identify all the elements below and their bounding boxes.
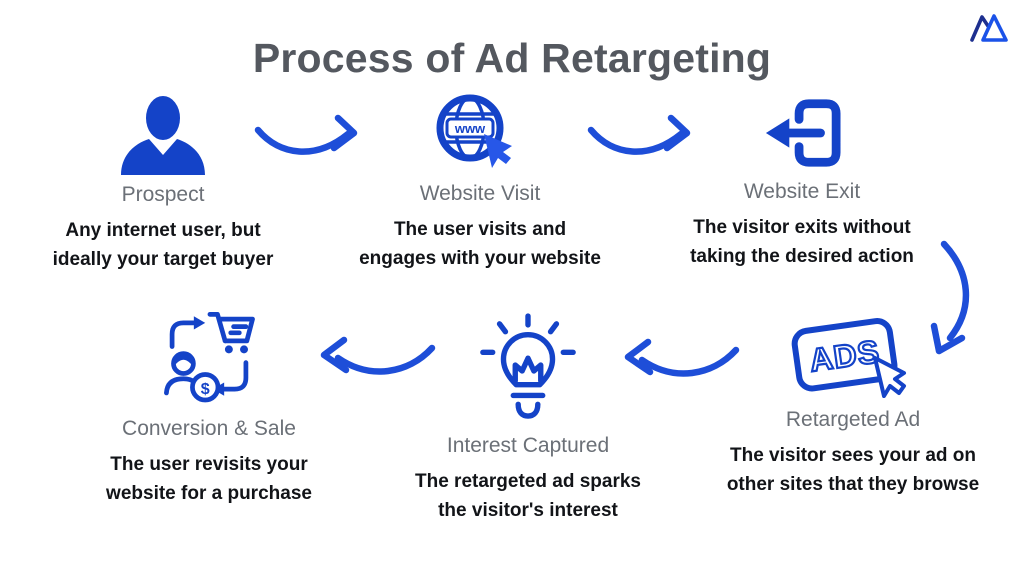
arrow-interest-captured-to-conversion: [312, 328, 440, 394]
coin-dollar-label: $: [201, 380, 210, 398]
globe-www-label: www: [454, 121, 486, 136]
step-description: The retargeted ad sparks the visitor's i…: [415, 471, 641, 521]
ads-badge-cursor-icon: ADS: [688, 308, 1018, 400]
step-description: The visitor sees your ad on other sites …: [726, 445, 980, 495]
step-label: Interest Captured: [446, 434, 610, 457]
arrow-website-exit-to-retargeted-ad: [918, 238, 996, 364]
step-description: The user revisits your website for a pur…: [106, 454, 312, 504]
step-description: The user visits and engages with your we…: [359, 219, 601, 269]
step-label: Prospect: [121, 183, 205, 206]
step-website-exit: Website Exit The visitor exits without t…: [652, 94, 952, 271]
step-label: Conversion & Sale: [122, 417, 296, 440]
step-description: Any internet user, but ideally your targ…: [52, 220, 274, 270]
brand-mountain-logo-icon: [966, 8, 1012, 46]
globe-www-cursor-icon: www: [340, 90, 620, 174]
lightbulb-icon: [383, 312, 673, 426]
step-interest-captured: Interest Captured The retargeted ad spar…: [383, 312, 673, 525]
step-description: The visitor exits without taking the des…: [690, 217, 914, 267]
step-label: Website Visit: [419, 182, 541, 205]
page-title: Process of Ad Retargeting: [252, 35, 772, 82]
step-retargeted-ad: ADS Retargeted Ad The visitor sees your …: [688, 308, 1018, 499]
ads-label: ADS: [807, 333, 882, 378]
conversion-cycle-icon: $: [62, 303, 356, 409]
step-label: Website Exit: [743, 180, 861, 203]
step-label: Retargeted Ad: [785, 408, 921, 431]
arrow-website-visit-to-website-exit: [583, 108, 701, 178]
step-prospect: Prospect Any internet user, but ideally …: [28, 95, 298, 274]
arrow-retargeted-ad-to-interest-captured: [616, 330, 744, 394]
person-icon: [28, 95, 298, 175]
step-website-visit: www Website Visit The user visits and en…: [340, 90, 620, 273]
step-conversion-sale: $ Conversion & Sale The user revisits yo…: [62, 303, 356, 508]
exit-door-icon: [652, 94, 952, 172]
arrow-prospect-to-website-visit: [250, 108, 368, 178]
